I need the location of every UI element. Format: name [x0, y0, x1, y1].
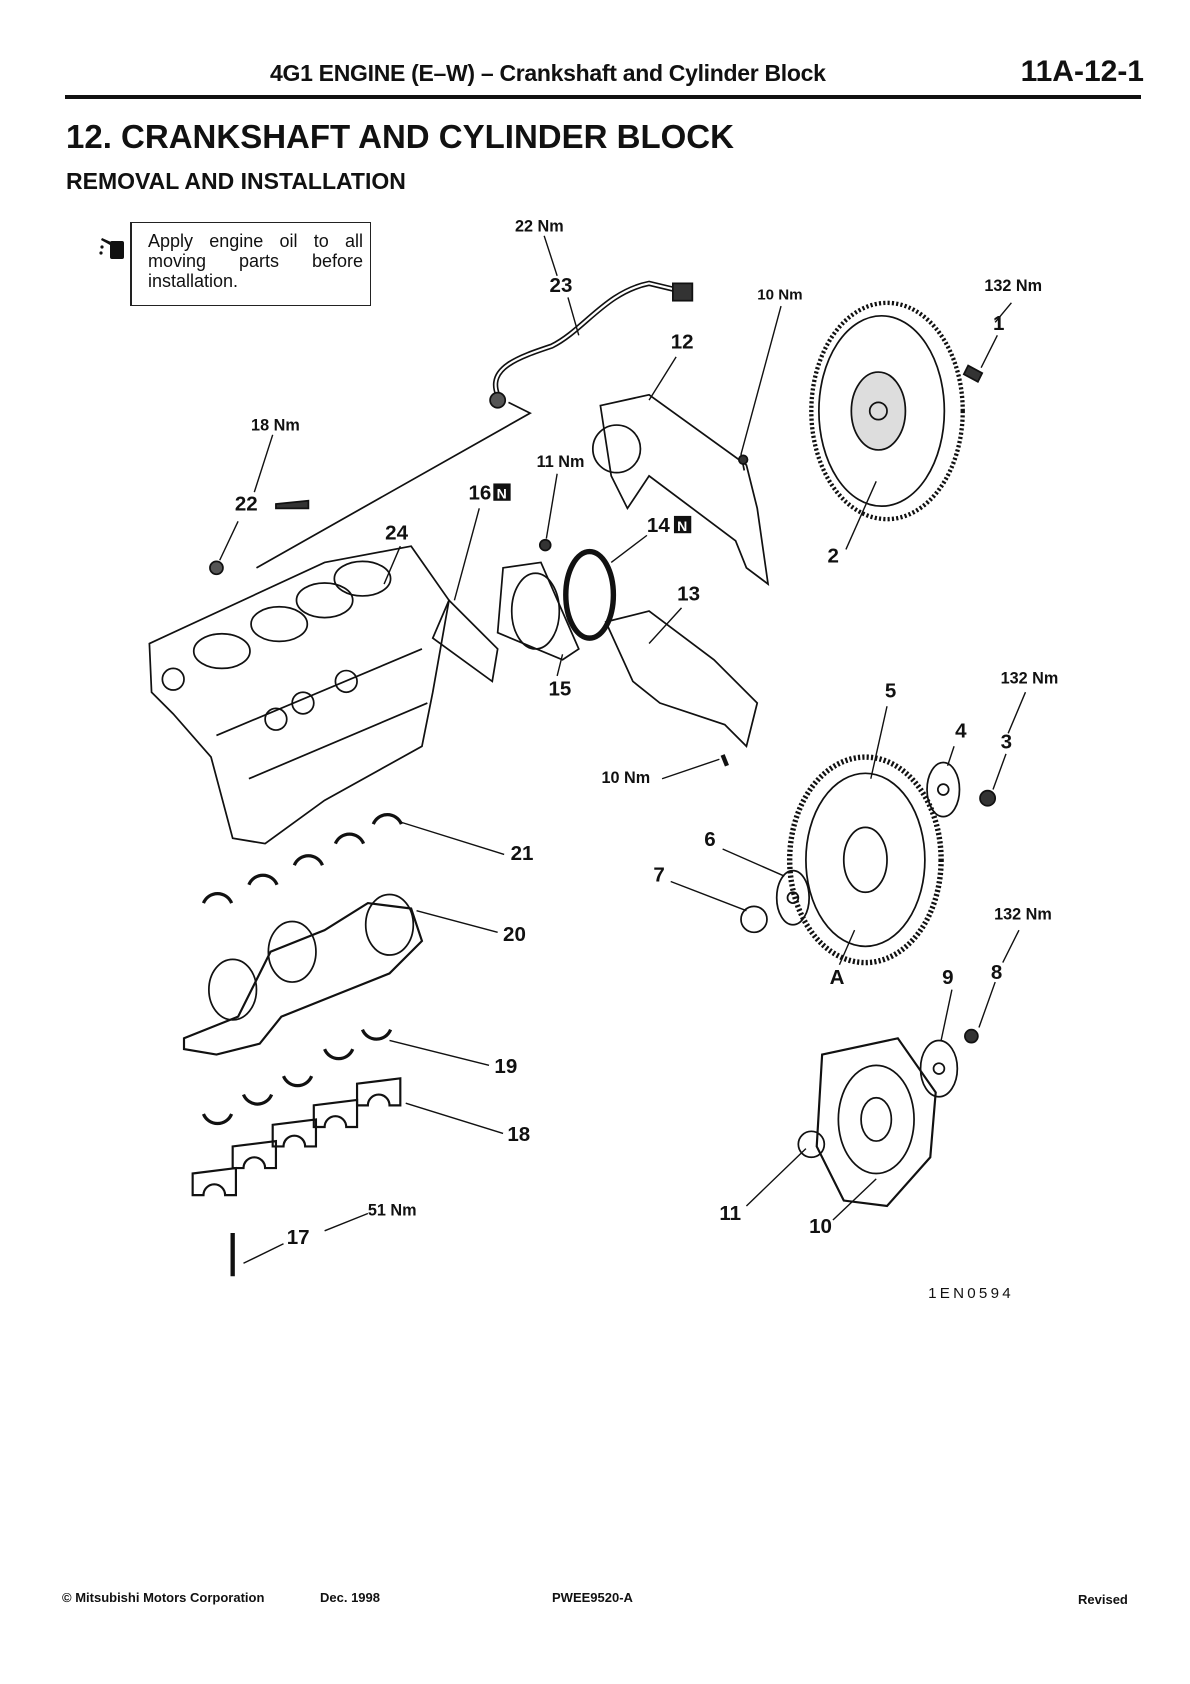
oil-seal [563, 548, 617, 641]
torque-label: 10 Nm [757, 287, 802, 304]
cylinder-block [148, 545, 450, 845]
footer-copyright: © Mitsubishi Motors Corporation [62, 1590, 265, 1605]
torque-label: 22 Nm [515, 217, 564, 235]
part-label: 2 [828, 544, 839, 567]
footer-status: Revised [1078, 1592, 1128, 1607]
part-label: 11 [719, 1202, 741, 1225]
part-label: 14 [647, 514, 670, 537]
flywheel [809, 300, 965, 522]
part-label: 17 [287, 1226, 310, 1249]
gasket [431, 598, 499, 683]
part-label: 8 [991, 961, 1002, 984]
part-label: 15 [548, 677, 571, 700]
part-label: 13 [677, 582, 700, 605]
part-label: 20 [503, 923, 526, 946]
part-label: 4 [955, 720, 967, 743]
page-title: 12. CRANKSHAFT AND CYLINDER BLOCK [66, 118, 734, 155]
part-label: 1 [993, 312, 1004, 335]
part-label: 12 [671, 330, 694, 353]
part-label: 6 [704, 828, 715, 851]
figure-id: 1EN0594 [928, 1285, 1014, 1302]
bearing-caps [191, 1077, 402, 1197]
footer-date: Dec. 1998 [320, 1590, 380, 1605]
new-part-icon [673, 515, 692, 534]
footer-doc-code: PWEE9520-A [552, 1590, 633, 1605]
sensor-harness [492, 280, 677, 396]
torque-label: 132 Nm [994, 905, 1052, 923]
note-text: Apply engine oil to all moving parts bef… [148, 231, 363, 291]
torque-label: 132 Nm [984, 277, 1042, 295]
part-label: 5 [885, 680, 896, 703]
rear-plate [599, 393, 770, 586]
part-label: 21 [511, 842, 534, 865]
part-label: 23 [550, 274, 573, 297]
crankshaft [182, 901, 424, 1056]
drive-plate [786, 754, 944, 966]
torque-label: 10 Nm [601, 769, 650, 787]
part-label: 16 [468, 482, 491, 505]
part-label: 10 [809, 1215, 832, 1238]
flywheel-plate [815, 1037, 937, 1208]
oil-can-icon [99, 238, 124, 259]
part-label: 9 [942, 966, 953, 989]
torque-label: 51 Nm [368, 1202, 417, 1220]
torque-label: 11 Nm [537, 453, 585, 471]
part-label: 22 [235, 492, 258, 515]
torque-label: 18 Nm [251, 416, 300, 434]
torque-label: 132 Nm [1001, 670, 1059, 688]
part-label: 24 [385, 522, 408, 545]
part-label: 19 [494, 1055, 517, 1078]
note-box: Apply engine oil to all moving parts bef… [99, 222, 371, 306]
new-part-icon [493, 483, 511, 501]
oil-seal-case [496, 561, 580, 661]
running-header: 4G1 ENGINE (E–W) – Crankshaft and Cylind… [270, 60, 826, 86]
bearings [201, 813, 403, 1126]
bell-housing-cover [604, 610, 759, 748]
part-label: A [830, 966, 845, 989]
section-subtitle: REMOVAL AND INSTALLATION [66, 168, 406, 194]
new-part-mark: N [497, 486, 507, 502]
part-label: 3 [1001, 730, 1012, 753]
header-rule [65, 95, 1141, 99]
new-part-mark: N [677, 518, 687, 534]
part-label: 18 [507, 1123, 530, 1146]
page-number: 11A-12-1 [1020, 55, 1144, 88]
part-label: 7 [653, 863, 664, 886]
